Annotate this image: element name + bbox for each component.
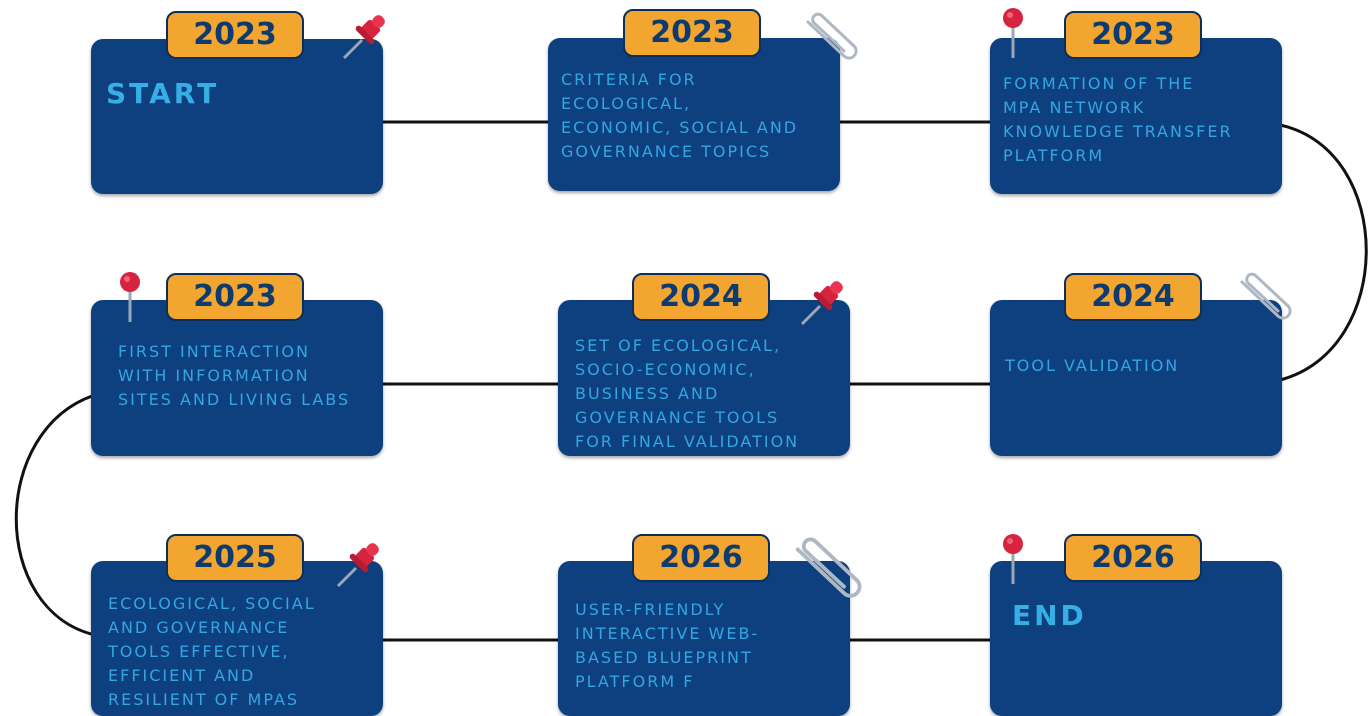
year-badge: 2026 (1064, 534, 1202, 582)
timeline-card-start: START (91, 39, 383, 194)
round-pin-icon (1003, 534, 1023, 584)
card-text: CRITERIA FOR ECOLOGICAL, ECONOMIC, SOCIA… (561, 70, 799, 161)
timeline-card-effective-tools: ECOLOGICAL, SOCIAL AND GOVERNANCE TOOLS … (91, 561, 383, 716)
year-badge: 2025 (166, 534, 304, 582)
card-text: TOOL VALIDATION (1005, 356, 1180, 375)
round-pin-icon (1003, 8, 1023, 58)
year-badge: 2023 (1064, 11, 1202, 59)
card-text: FIRST INTERACTION WITH INFORMATION SITES… (118, 342, 351, 409)
card-text: USER-FRIENDLY INTERACTIVE WEB- BASED BLU… (575, 600, 760, 691)
timeline-card-criteria: CRITERIA FOR ECOLOGICAL, ECONOMIC, SOCIA… (548, 38, 840, 191)
year-badge: 2023 (623, 9, 761, 57)
pushpin-icon (342, 15, 385, 60)
year-badge: 2026 (632, 534, 770, 582)
pushpin-icon (336, 543, 379, 588)
year-badge: 2024 (1064, 273, 1202, 321)
year-badge: 2023 (166, 11, 304, 59)
timeline-card-web-platform: USER-FRIENDLY INTERACTIVE WEB- BASED BLU… (558, 561, 850, 716)
card-text: SET OF ECOLOGICAL, SOCIO-ECONOMIC, BUSIN… (575, 336, 800, 451)
paperclip-icon (795, 537, 862, 598)
timeline-card-first-interaction: FIRST INTERACTION WITH INFORMATION SITES… (91, 300, 383, 456)
timeline-card-formation: FORMATION OF THE MPA NETWORK KNOWLEDGE T… (990, 38, 1282, 194)
timeline-card-tool-validation: TOOL VALIDATION (990, 300, 1282, 456)
card-text: FORMATION OF THE MPA NETWORK KNOWLEDGE T… (1003, 74, 1233, 165)
paperclip-icon (1240, 272, 1292, 320)
paperclip-icon (806, 12, 858, 60)
card-title: END (1012, 599, 1087, 632)
timeline-card-end: END (990, 561, 1282, 716)
pushpin-icon (800, 281, 843, 326)
year-badge: 2023 (166, 273, 304, 321)
card-text: ECOLOGICAL, SOCIAL AND GOVERNANCE TOOLS … (108, 594, 316, 709)
card-title: START (106, 77, 220, 110)
round-pin-icon (120, 272, 140, 322)
year-badge: 2024 (632, 273, 770, 321)
timeline-card-tool-set: SET OF ECOLOGICAL, SOCIO-ECONOMIC, BUSIN… (558, 300, 850, 456)
